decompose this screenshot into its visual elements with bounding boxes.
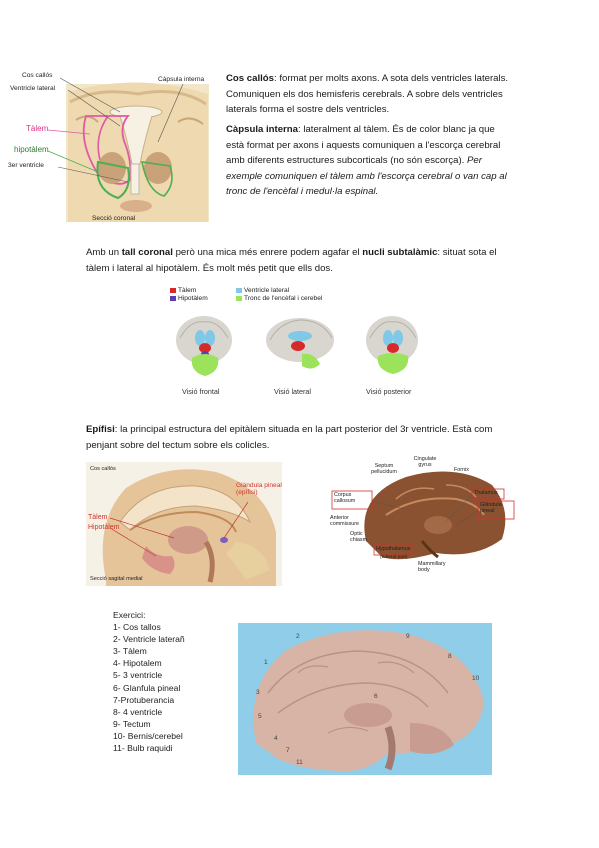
exercise-item: 7-Protuberancia	[113, 694, 175, 705]
label-mammillary: Mammillary body	[418, 561, 446, 573]
exercise-item: 3- Tàlem	[113, 646, 147, 657]
exercise-item: 9- Tectum	[113, 718, 151, 729]
exercise-brain-photo: 2 1 9 8 10 3 5 4 7 11 6	[238, 623, 492, 775]
legend-swatch-tronc	[236, 296, 242, 301]
text-rest: : situat sota el tàlem i lateral al hipo…	[86, 247, 497, 274]
paragraph-epifisi: Epífisi: la principal estructura del epi…	[86, 422, 518, 453]
label-anterior-commissure: Anterior commissure	[330, 515, 360, 527]
exercise-item: 10- Bernis/cerebel	[113, 730, 183, 741]
label-hipotalem-sagittal: Hipotàlem	[88, 524, 120, 531]
exercise-item: 8- 4 ventricle	[113, 706, 163, 717]
label-talem: Tàlem	[26, 124, 49, 133]
photo-number: 10	[472, 675, 480, 682]
label-cos-callos-sagittal: Cos callós	[90, 466, 116, 472]
caption-visio-frontal: Visió frontal	[182, 387, 220, 396]
exercise-item: 11- Bulb raquidi	[113, 743, 173, 754]
photo-number: 11	[296, 759, 303, 766]
label-ventricle-lateral: Ventricle lateral	[10, 85, 56, 92]
frontal-view-brain	[176, 316, 232, 376]
photo-number: 5	[258, 713, 262, 720]
label-septum: Septum pellucidum	[371, 463, 397, 475]
label-fornix: Fornix	[454, 467, 469, 473]
exercise-item: 2- Ventricle laterañ	[113, 634, 185, 645]
label-3r-ventricle: 3er ventricle	[8, 162, 44, 169]
caption-visio-lateral: Visió lateral	[274, 387, 312, 396]
term-capsula-interna: Càpsula interna	[226, 124, 298, 135]
photo-number: 8	[448, 653, 452, 660]
legend-tronc: Tronc de l'encèfal i cerebel	[244, 295, 323, 302]
photo-number: 2	[296, 633, 300, 640]
label-talem-sagittal: Tàlem	[88, 514, 108, 521]
label-cos-callos: Cos callós	[22, 72, 53, 79]
sagittal-english-illustration	[331, 471, 515, 560]
brain-views-illustration	[176, 316, 418, 376]
exercise-item: 4- Hipotalem	[113, 658, 162, 669]
exercise-item: 1- Cos tallos	[113, 622, 161, 633]
exercise-item: 6- Glanfula pineal	[113, 682, 181, 693]
legend-swatch-ventricle	[236, 288, 242, 293]
caption-seccio-sagital: Secció sagital medial	[90, 576, 143, 582]
text-epifisi: : la principal estructura del epitàlem s…	[86, 424, 493, 451]
legend-hipotalem: Hipotàlem	[178, 295, 208, 302]
exercise-list: Exercici: 1- Cos tallos 2- Ventricle lat…	[113, 609, 233, 754]
caption-seccio-coronal: Secció coronal	[92, 215, 136, 222]
coronal-section-figure: Cos callós Ventricle lateral Càpsula int…	[8, 72, 213, 232]
sagittal-medial-illustration	[102, 469, 277, 586]
label-corpus-callosum: Corpus callosum	[334, 492, 356, 504]
photo-number: 6	[374, 693, 378, 700]
term-epifisi: Epífisi	[86, 424, 115, 435]
caption-visio-posterior: Visió posterior	[366, 387, 412, 396]
label-pineal: Glândula pineal	[480, 502, 502, 514]
coronal-section-illustration	[47, 77, 209, 222]
label-hipotalem: hipotàlem	[14, 145, 49, 154]
text-intro: Amb un	[86, 247, 122, 258]
legend-ventricle-lateral: Ventricle lateral	[244, 287, 290, 294]
brain-views-figure: Visió frontal Visió lateral Visió poster…	[170, 310, 440, 400]
exercise-brain-illustration	[253, 630, 484, 772]
term-nucli-subtalamic: nucli subtalàmic	[362, 247, 438, 258]
paragraph-nucli-subtalamic: Amb un tall coronal però una mica més en…	[86, 245, 518, 276]
photo-number: 3	[256, 689, 260, 696]
photo-number: 7	[286, 747, 290, 754]
label-optic-chiasm: Optic chiasm	[350, 531, 368, 543]
posterior-view-brain	[366, 316, 418, 374]
lateral-view-brain	[266, 318, 334, 369]
photo-number: 4	[274, 735, 278, 742]
sagittal-medial-figure: Cos callós Glàndula pineal (epífisi) Tàl…	[86, 462, 282, 586]
legend-swatch-hipotalem	[170, 296, 176, 301]
text-cos-callos: : format per molts axons. A sota dels ve…	[226, 73, 509, 115]
text-mid: però una mica més enrere podem agafar el	[172, 247, 363, 258]
photo-number: 9	[406, 633, 410, 640]
label-thalamus: Thalamus	[474, 490, 498, 496]
legend-swatch-talem	[170, 288, 176, 293]
italic-example: Per exemple comuniquen el tàlem amb l'es…	[226, 155, 507, 197]
paragraph-capsula-interna: Càpsula interna: lateralment al tàlem. É…	[226, 122, 510, 200]
brain-views-legend: Tàlem Hipotàlem Ventricle lateral Tronc …	[170, 287, 370, 309]
label-capsula-interna: Càpsula interna	[158, 76, 205, 83]
label-tuberal: (tuberal part)	[380, 555, 408, 560]
term-tall-coronal: tall coronal	[121, 247, 173, 258]
label-hypothalamus: Hypothalamus	[376, 546, 411, 552]
sagittal-english-figure: Septum pellucidum Cingulate gyrus Fornix…	[326, 455, 522, 587]
exercise-item: 5- 3 ventricle	[113, 670, 163, 681]
label-cingulate: Cingulate gyrus	[413, 456, 437, 468]
paragraph-cos-callos: Cos callós: format per molts axons. A so…	[226, 71, 510, 118]
label-glandula-pineal: Glàndula pineal (epífisi)	[236, 482, 282, 496]
text-capsula-interna: : lateralment al tàlem. És de color blan…	[226, 124, 501, 166]
exercise-title: Exercici:	[113, 610, 146, 620]
photo-number: 1	[264, 659, 268, 666]
legend-talem: Tàlem	[178, 287, 197, 294]
term-cos-callos: Cos callós	[226, 73, 274, 84]
